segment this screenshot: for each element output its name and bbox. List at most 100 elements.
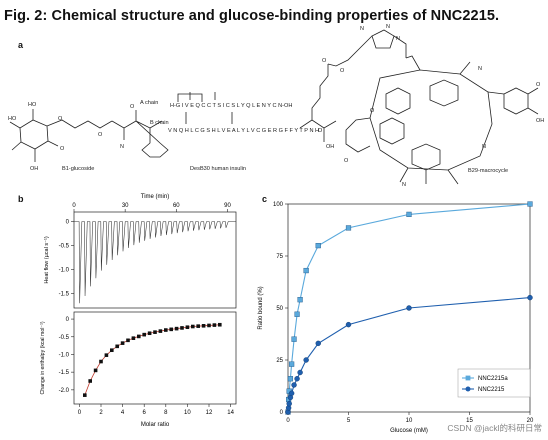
enthalpy-xtick-label: 8 — [164, 410, 168, 416]
binding-point-square — [303, 267, 309, 274]
enthalpy-point — [164, 328, 168, 332]
svg-text:N: N — [402, 182, 406, 188]
svg-text:O: O — [344, 158, 349, 164]
svg-text:N: N — [396, 36, 400, 42]
binding-point-circle — [286, 400, 292, 407]
heat-flow-xtick-label: 90 — [224, 203, 231, 209]
svg-text:N: N — [120, 144, 124, 150]
enthalpy-point — [93, 368, 98, 373]
enthalpy-point — [212, 323, 217, 327]
heat-flow-trace — [74, 221, 236, 304]
enthalpy-xtick-label: 2 — [99, 410, 103, 416]
binding-xtick-label: 5 — [347, 418, 351, 424]
binding-point-square — [527, 201, 533, 207]
binding-point-square — [297, 297, 303, 303]
enthalpy-point — [180, 326, 184, 330]
a-chain-sequence: H-G I V E Q C C T S I C S L Y Q L E N Y … — [170, 103, 292, 109]
binding-point-circle — [297, 369, 303, 376]
enthalpy-point — [83, 393, 87, 397]
heat-flow-xtick-label: 0 — [72, 203, 76, 209]
binding-point-circle — [345, 321, 352, 328]
binding-ytick-label: 0 — [280, 410, 284, 416]
svg-text:N: N — [360, 26, 364, 32]
enthalpy-point — [99, 359, 103, 364]
enthalpy-point — [131, 336, 136, 340]
binding-point-square — [406, 211, 412, 218]
binding-point-square — [345, 225, 352, 231]
binding-point-square — [289, 361, 295, 367]
enthalpy-point — [110, 348, 114, 353]
enthalpy-point — [126, 338, 130, 343]
enthalpy-point — [153, 330, 157, 334]
binding-ytick-label: 25 — [276, 358, 283, 364]
svg-text:O: O — [322, 58, 327, 64]
panel-label-c: c — [262, 194, 268, 204]
binding-point-circle — [294, 376, 300, 382]
a-chain-label: A chain — [140, 100, 158, 106]
watermark: CSDN @jackl的科研日常 — [447, 423, 542, 433]
enthalpy-point — [191, 324, 195, 329]
enthalpy-point — [120, 341, 125, 345]
b-chain-label: B chain — [150, 120, 169, 126]
enthalpy-point — [142, 332, 146, 337]
enthalpy-point — [185, 325, 190, 330]
svg-text:O: O — [98, 132, 103, 138]
enthalpy-ylabel: Change in enthalpy (kcal mol⁻¹) — [40, 321, 46, 394]
enthalpy-point — [218, 322, 222, 327]
legend-swatch-square — [465, 375, 471, 381]
svg-text:N: N — [386, 24, 390, 30]
svg-text:O: O — [60, 146, 65, 152]
enthalpy-ytick-label: -1.5 — [59, 370, 70, 376]
svg-text:OH: OH — [536, 118, 544, 124]
enthalpy-point — [137, 334, 141, 339]
legend-label-1: NNC2215 — [478, 387, 505, 393]
enthalpy-point — [169, 327, 173, 332]
binding-xtick-label: 10 — [406, 418, 413, 424]
enthalpy-frame — [73, 311, 237, 405]
binding-point-square — [291, 336, 297, 342]
heat-flow-ytick-label: 0 — [66, 220, 70, 226]
binding-point-square — [287, 376, 294, 382]
svg-text:N: N — [478, 66, 482, 72]
enthalpy-ytick-label: -1.0 — [59, 352, 70, 358]
legend-swatch-circle — [465, 386, 471, 392]
svg-text:HO: HO — [8, 116, 17, 122]
binding-xlabel: Glucose (mM) — [390, 428, 428, 434]
enthalpy-xtick-label: 0 — [78, 410, 82, 416]
binding-xtick-label: 15 — [466, 418, 473, 424]
heat-flow-ylabel: Heat flow (µcal s⁻¹) — [44, 236, 50, 283]
enthalpy-xtick-label: 12 — [206, 410, 213, 416]
heat-flow-xtick-label: 60 — [173, 203, 180, 209]
binding-point-circle — [288, 390, 295, 396]
svg-text:O: O — [370, 108, 375, 114]
b-chain-sequence: V N Q H L C G S H L V E A L Y L V C G E … — [168, 128, 319, 134]
enthalpy-point — [115, 344, 119, 349]
binding-xtick-label: 20 — [527, 418, 534, 424]
enthalpy-point — [158, 329, 163, 333]
svg-text:O: O — [536, 82, 541, 88]
binding-ylabel: Ratio bound (%) — [258, 286, 264, 329]
enthalpy-ytick-label: -0.5 — [59, 335, 70, 341]
b1-glucoside-label: B1-glucoside — [62, 166, 94, 172]
macrocycle-label: B29-macrocycle — [468, 168, 508, 174]
binding-ytick-label: 50 — [276, 306, 283, 312]
binding-point-circle — [527, 294, 533, 301]
binding-point-circle — [406, 305, 412, 311]
enthalpy-ytick-label: -2.0 — [59, 388, 70, 394]
binding-ytick-label: 100 — [273, 202, 284, 208]
heat-flow-xlabel: Time (min) — [141, 194, 169, 200]
enthalpy-ytick-label: 0 — [66, 317, 70, 323]
svg-text:O: O — [58, 116, 63, 122]
svg-text:O: O — [318, 128, 323, 134]
insulin-label: DesB30 human insulin — [190, 166, 246, 172]
heat-flow-xtick-label: 30 — [122, 203, 129, 209]
binding-point-circle — [291, 382, 297, 388]
enthalpy-xtick-label: 4 — [121, 410, 125, 416]
figure-title: Fig. 2: Chemical structure and glucose-b… — [4, 8, 500, 24]
binding-ytick-label: 75 — [276, 254, 283, 260]
binding-point-square — [315, 242, 321, 249]
